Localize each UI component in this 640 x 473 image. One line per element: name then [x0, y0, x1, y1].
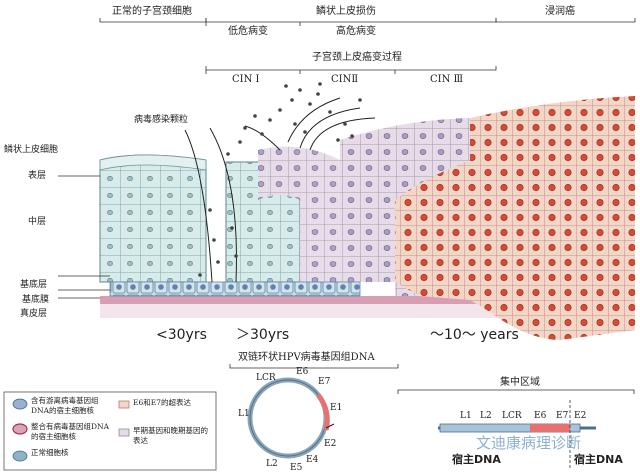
hpv-gene-e5: E5 — [290, 463, 303, 473]
hpv-gene-e2: E2 — [324, 439, 336, 449]
label-progression: 子宫颈上皮癌变过程 — [312, 50, 402, 63]
integrated-e6e7-segment — [530, 424, 570, 432]
virus-particles — [198, 82, 362, 277]
label-normal-cells: 正常的子宫颈细胞 — [112, 4, 192, 17]
invasive-cancer-region — [395, 96, 635, 336]
label-middle-layer: 中层 — [28, 215, 46, 227]
integration-bracket — [397, 389, 635, 394]
legend-box — [3, 391, 217, 471]
label-squamous-lesion: 鳞状上皮损伤 — [316, 4, 376, 17]
timeline-10-years: ～10～ years — [430, 327, 519, 343]
int-gene-e7: E7 — [556, 411, 569, 421]
legend-swatch-normal-nucleus — [12, 450, 28, 462]
hpv-gene-lcr: LCR — [256, 373, 276, 383]
label-surface-layer: 表层 — [28, 169, 46, 181]
label-virus-particles: 病毒感染颗粒 — [134, 113, 188, 125]
surface-cells — [99, 154, 207, 171]
int-gene-e2: E2 — [574, 411, 586, 421]
label-basal-layer: 基底层 — [20, 278, 47, 290]
layer-guides — [58, 175, 110, 299]
header-brackets — [99, 18, 636, 74]
legend-swatch-free-dna — [12, 398, 28, 410]
label-cin1: CIN Ⅰ — [232, 74, 260, 85]
legend-item-e6e7: E6和E7的超表达 — [133, 398, 191, 407]
label-cin2: CINⅡ — [331, 74, 358, 85]
timeline-over-30: ＞30yrs — [236, 327, 289, 343]
integration-genes: L1 L2 LCR E6 E7 E2 — [460, 411, 586, 421]
hpv-circle — [247, 377, 335, 459]
hpv-gene-e7: E7 — [318, 377, 331, 387]
host-dna-right: 宿主DNA — [574, 452, 623, 466]
host-dna-left: 宿主DNA — [452, 452, 501, 466]
legend-swatch-integrated-dna — [12, 423, 28, 435]
label-dermis: 真皮层 — [20, 307, 47, 319]
timeline-under-30: <30yrs — [156, 327, 207, 343]
hpv-gene-e6: E6 — [296, 367, 309, 377]
legend-item-normal-nucleus: 正常细胞核 — [31, 448, 69, 457]
legend-item-integrated-dna: 整合有病毒基因组DNA的宿主细胞核 — [31, 422, 109, 441]
int-gene-l1: L1 — [460, 411, 472, 421]
legend-left-text: 含有游离病毒基因组DNA的宿主细胞核 整合有病毒基因组DNA的宿主细胞核 正常细… — [31, 396, 109, 457]
label-squamous-epithelium: 鳞状上皮细胞 — [4, 143, 58, 155]
int-gene-lcr: LCR — [502, 411, 522, 421]
integration-title: 集中区域 — [500, 375, 540, 388]
hpv-gene-e1: E1 — [330, 403, 342, 413]
hpv-gene-l2: L2 — [266, 459, 278, 469]
basal-cell-row — [109, 281, 361, 297]
int-gene-e6: E6 — [534, 411, 547, 421]
watermark-text: 文迪康病理诊断 — [476, 434, 581, 452]
label-invasive: 浸润癌 — [545, 4, 575, 17]
label-high-risk: 高危病变 — [336, 24, 376, 37]
normal-epithelium — [99, 154, 207, 283]
hpv-genome-title: 双链环状HPV病毒基因组DNA — [238, 350, 375, 363]
int-gene-l2: L2 — [480, 411, 492, 421]
legend-right-text: E6和E7的超表达 早期基因和晚期基因的表达 — [133, 398, 208, 445]
hpv-gene-l1: L1 — [238, 409, 250, 419]
hpv-bracket — [229, 364, 399, 369]
hpv-gene-e4: E4 — [306, 455, 319, 465]
invasion-front — [470, 296, 635, 340]
legend-swatch-early-late — [118, 428, 130, 437]
label-basement-membrane: 基底膜 — [22, 293, 49, 305]
legend-item-early-late: 早期基因和晚期基因的表达 — [133, 426, 208, 445]
label-cin3: CIN Ⅲ — [430, 74, 464, 85]
legend-swatch-e6e7 — [118, 400, 130, 409]
legend-item-free-dna: 含有游离病毒基因组DNA的宿主细胞核 — [31, 396, 99, 415]
label-low-risk: 低危病变 — [228, 24, 268, 37]
